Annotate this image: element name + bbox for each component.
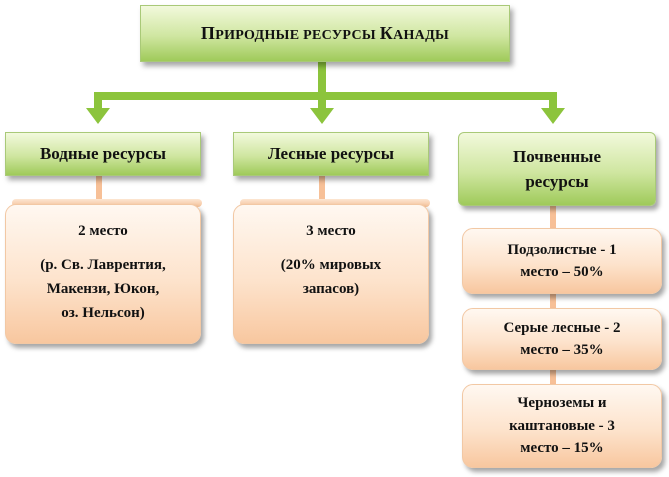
- forest-detail-rank: 3 место: [306, 223, 356, 239]
- connector-drop-left: [94, 92, 102, 110]
- connector-trunk: [318, 62, 326, 96]
- soil-detail-3: Черноземы и каштановые - 3 место – 15%: [462, 384, 662, 468]
- water-detail-box: 2 место (р. Св. Лаврентия, Макензи, Юкон…: [5, 204, 201, 344]
- soil-detail-3-line-2: каштановые - 3: [509, 417, 615, 434]
- forest-detail-line-1: (20% мировых: [280, 257, 382, 273]
- water-detail-line-1: (р. Св. Лаврентия,: [40, 257, 166, 273]
- soil-detail-2-line-2: место – 35%: [520, 342, 604, 358]
- category-water-label: Водные ресурсы: [39, 144, 167, 164]
- forest-detail-box: 3 место (20% мировых запасов): [233, 204, 429, 344]
- soil-detail-2: Серые лесные - 2 место – 35%: [462, 308, 662, 370]
- forest-detail-line-2: запасов): [302, 281, 360, 297]
- soil-detail-3-line-1: Черноземы и: [517, 395, 607, 412]
- category-soil-label-line1: Почвенные: [512, 146, 601, 166]
- water-detail-line-2: Макензи, Юкон,: [46, 281, 160, 297]
- category-forest-label: Лесные ресурсы: [267, 144, 394, 164]
- connector-water-link: [96, 176, 102, 202]
- soil-detail-1-line-2: место – 50%: [520, 264, 604, 280]
- water-detail-line-3: оз. Нельсон): [61, 305, 145, 321]
- category-forest: Лесные ресурсы: [233, 132, 429, 176]
- water-detail-strip: [12, 199, 202, 207]
- category-soil-label-line2: ресурсы: [525, 172, 589, 191]
- connector-drop-right: [549, 92, 557, 110]
- arrow-right: [541, 108, 565, 124]
- water-detail-rank: 2 место: [78, 223, 128, 239]
- connector-soil-link-3: [550, 368, 556, 386]
- soil-detail-1-line-1: Подзолистые - 1: [507, 241, 617, 258]
- arrow-left: [86, 108, 110, 124]
- soil-detail-3-line-3: место – 15%: [520, 440, 604, 457]
- title-box: Природные ресурсы Канады: [140, 5, 510, 62]
- category-soil: Почвенные ресурсы: [458, 132, 656, 206]
- category-water: Водные ресурсы: [5, 132, 201, 176]
- page-title: Природные ресурсы Канады: [200, 23, 450, 43]
- soil-detail-1: Подзолистые - 1 место – 50%: [462, 228, 662, 294]
- connector-soil-link-2: [550, 292, 556, 310]
- connector-forest-link: [319, 176, 325, 202]
- forest-detail-strip: [240, 199, 430, 207]
- connector-soil-link-1: [550, 206, 556, 230]
- connector-drop-center: [318, 92, 326, 110]
- arrow-center: [310, 108, 334, 124]
- soil-detail-2-line-1: Серые лесные - 2: [503, 319, 621, 336]
